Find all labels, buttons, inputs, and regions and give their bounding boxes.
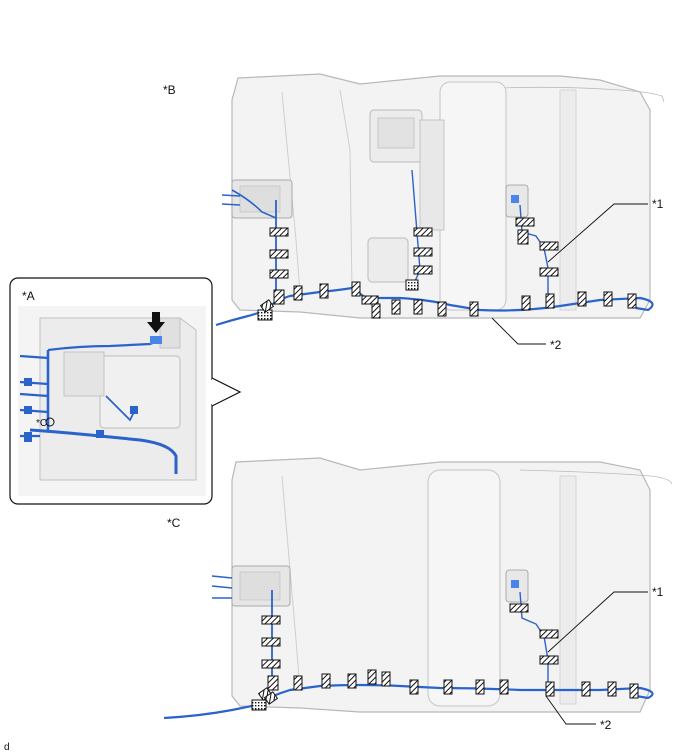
label-view-c: *C	[167, 516, 181, 530]
callout-2-bottom: *2	[600, 718, 612, 732]
headliner-view-c	[163, 457, 673, 725]
harness-main-c	[163, 683, 654, 720]
callout-1-bottom: *1	[652, 585, 664, 599]
label-view-b: *B	[163, 83, 176, 97]
clamps-c	[251, 603, 639, 711]
corner-code: d	[4, 742, 10, 753]
callout-1-top: *1	[652, 197, 664, 211]
down-arrow-icon	[147, 312, 165, 333]
inset-marker-c	[45, 417, 55, 427]
headliner-view-b	[215, 73, 665, 345]
inset-label-c: *C	[36, 418, 47, 429]
clamps-b	[257, 217, 637, 321]
label-view-a: *A	[22, 289, 35, 303]
inset-view-a	[9, 277, 242, 505]
callout-2-top: *2	[550, 338, 562, 352]
